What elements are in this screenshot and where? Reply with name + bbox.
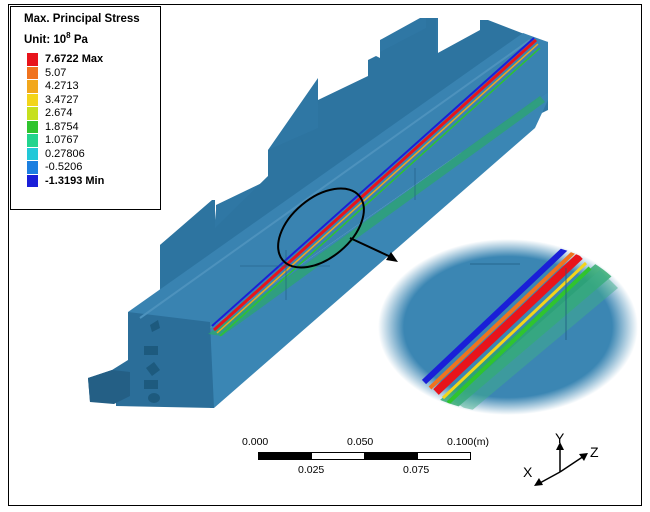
legend-label: -1.3193 Min <box>45 174 105 187</box>
legend-label: 0.27806 <box>45 147 85 160</box>
axis-y-head <box>556 442 564 450</box>
scale-label-050: 0.050 <box>347 436 374 448</box>
zoom-blue-line <box>421 243 571 385</box>
scale-seg-4 <box>417 452 471 460</box>
beam-top-face <box>128 33 548 330</box>
axis-triad <box>534 442 588 486</box>
legend-unit-exp: 8 <box>66 31 71 40</box>
legend-swatch <box>27 147 38 160</box>
legend-label: 1.8754 <box>45 120 79 133</box>
scale-seg-1 <box>258 452 312 460</box>
zoom-inset <box>378 239 638 415</box>
crack-blue-line <box>211 37 535 327</box>
legend-label: 1.0767 <box>45 134 79 146</box>
scale-seg-2 <box>311 452 365 460</box>
legend-label: 4.2713 <box>45 80 79 92</box>
stress-legend: Max. Principal Stress Unit: 108 Pa 7.672… <box>10 6 161 210</box>
bolt-hole-3 <box>146 362 160 376</box>
beam-ridge <box>139 39 531 319</box>
axis-y-label: Y <box>555 430 565 446</box>
legend-label: -0.5206 <box>45 161 83 173</box>
axis-z-label: Z <box>590 444 599 460</box>
legend-swatch <box>27 93 38 106</box>
axis-x-line <box>537 471 561 485</box>
bolt-hole-2 <box>144 346 158 355</box>
beam-front-step <box>88 370 130 404</box>
legend-swatch <box>27 80 38 93</box>
zoom-teal-band <box>452 270 618 412</box>
highlight-ellipse <box>277 187 365 269</box>
crack-orange-line <box>216 43 539 334</box>
axis-z-head <box>579 453 588 461</box>
legend-swatch <box>27 161 38 174</box>
legend-swatch <box>27 107 38 120</box>
legend-unit-prefix: Unit: 10 <box>24 33 67 46</box>
zoom-yellow-line <box>441 261 588 400</box>
legend-title: Max. Principal Stress <box>24 13 140 25</box>
scale-label-075: 0.075 <box>403 464 430 476</box>
scale-seg-3 <box>364 452 418 460</box>
legend-swatch <box>27 134 38 147</box>
beam-right-face <box>210 92 548 408</box>
bolt-hole-5 <box>148 393 160 403</box>
scale-label-025: 0.025 <box>298 464 325 476</box>
axis-x-head <box>534 478 543 486</box>
zoom-orange-line <box>428 250 576 390</box>
axis-z-line <box>559 455 585 473</box>
legend-label: 3.4727 <box>45 93 79 106</box>
zoom-red-line <box>433 253 583 395</box>
zoom-arrow-head <box>386 252 398 262</box>
crack-green-band <box>208 96 545 336</box>
legend-label: 7.6722 Max <box>45 53 104 65</box>
axis-x-label: X <box>523 464 533 480</box>
legend-unit: Unit: 108 Pa <box>24 31 88 46</box>
scale-label-0: 0.000 <box>242 436 269 448</box>
legend-unit-suffix: Pa <box>70 33 88 46</box>
crack-green-line <box>219 47 541 337</box>
scale-label-100: 0.100(m) <box>447 436 490 448</box>
zoom-arrow <box>349 237 394 259</box>
legend-label: 2.674 <box>45 107 73 119</box>
beam-model <box>88 18 548 408</box>
legend-swatch <box>27 120 38 133</box>
legend-swatch <box>27 66 38 79</box>
crack-red-line <box>212 38 538 332</box>
bolt-hole-1 <box>150 320 160 332</box>
legend-swatch <box>27 174 38 187</box>
legend-swatch <box>27 53 38 66</box>
bolt-hole-4 <box>144 380 158 389</box>
legend-label: 5.07 <box>45 66 67 79</box>
